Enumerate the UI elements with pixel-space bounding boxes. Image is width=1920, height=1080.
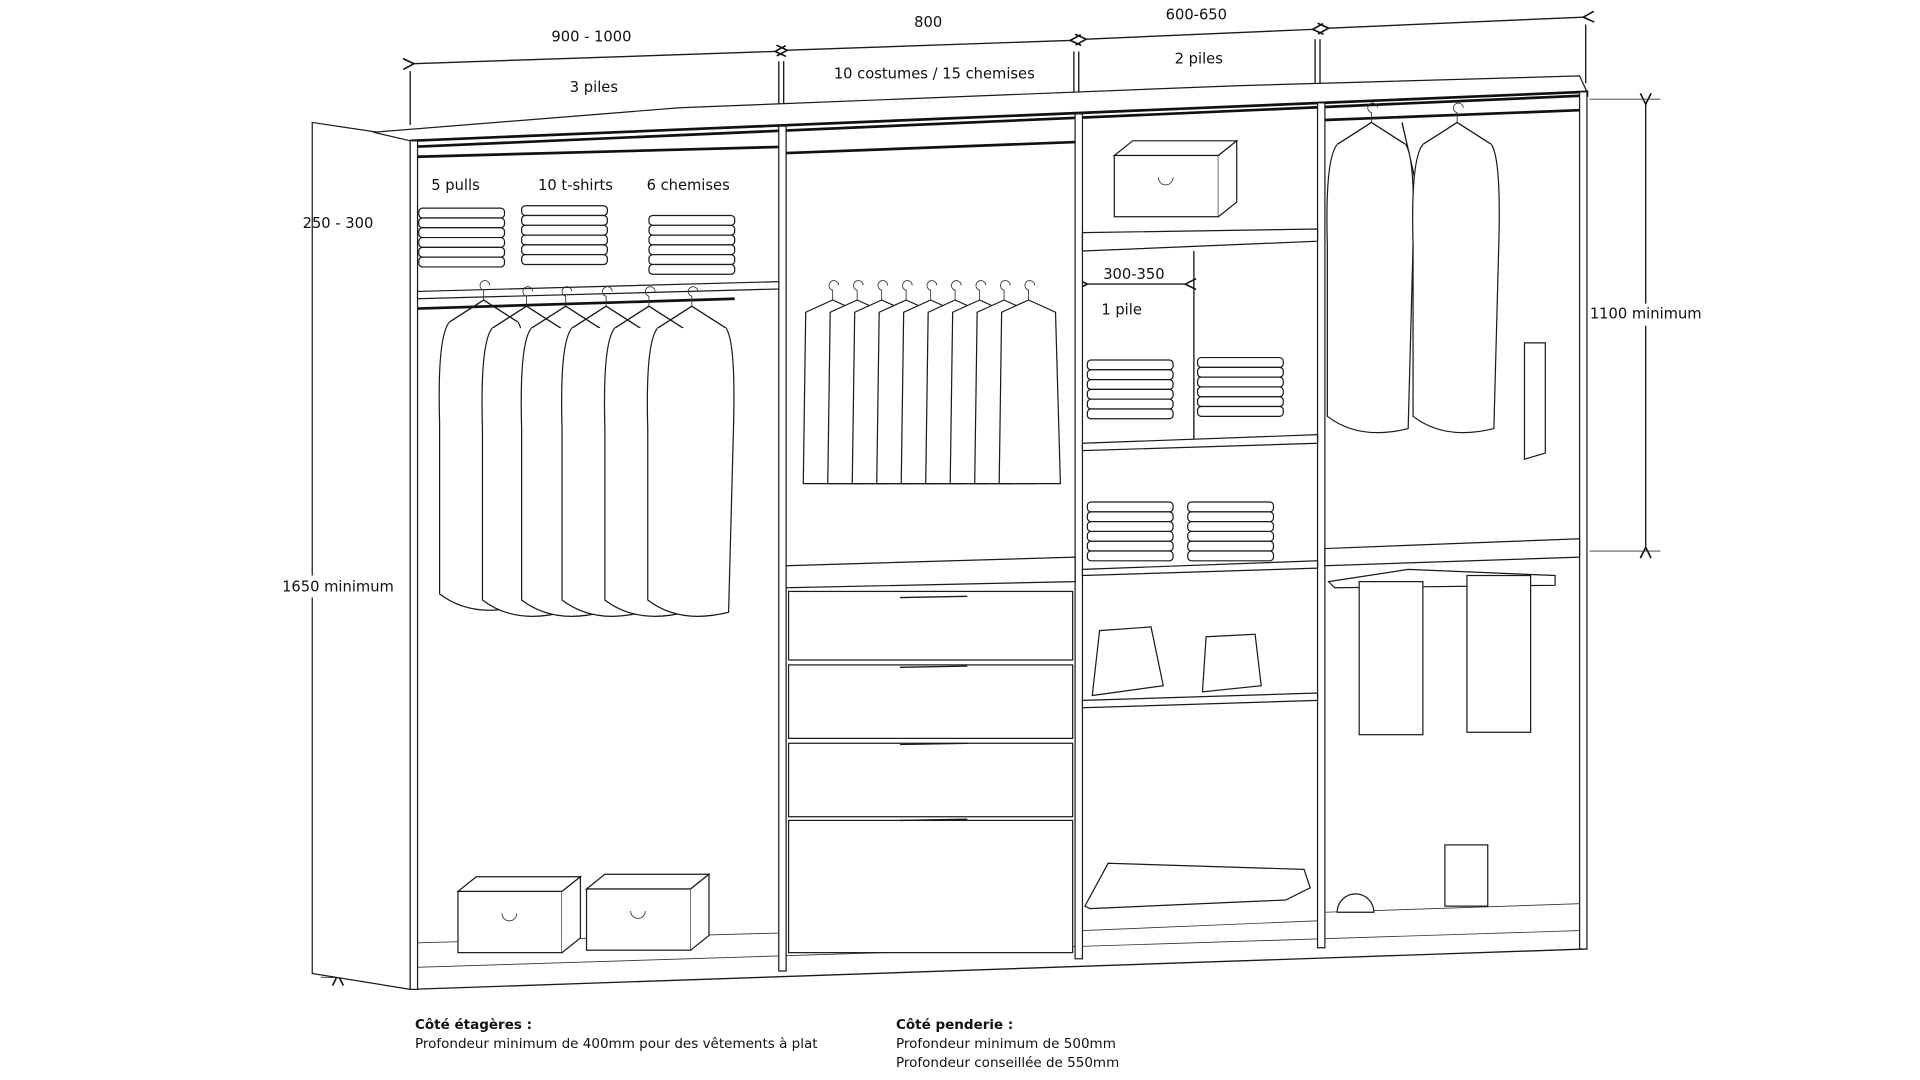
dim-inner-shelf-width: 300-350 — [1103, 266, 1164, 283]
dim-width-col3: 600-650 — [1166, 7, 1227, 24]
note-hanging-line1: Profondeur minimum de 500mm — [896, 1036, 1116, 1052]
note-hanging-title: Côté penderie : — [896, 1017, 1014, 1033]
hanging-shirts — [802, 279, 1062, 485]
wardrobe-carcass — [311, 75, 1589, 991]
label-col2-capacity: 10 costumes / 15 chemises — [834, 65, 1035, 82]
dim-width-col2: 800 — [914, 14, 942, 31]
dim-height-right: 1100 minimum — [1590, 305, 1702, 322]
dim-height-top: 250 - 300 — [303, 215, 374, 232]
label-pulls: 5 pulls — [431, 177, 479, 194]
dim-width-col1: 900 - 1000 — [551, 29, 631, 46]
diagram-labels: 900 - 1000 800 600-650 3 piles 10 costum… — [282, 7, 1702, 598]
note-shelves-line1: Profondeur minimum de 400mm pour des vêt… — [415, 1036, 818, 1052]
label-chemises: 6 chemises — [647, 177, 730, 194]
label-tshirts: 10 t-shirts — [538, 177, 613, 194]
note-hanging: Côté penderie : Profondeur minimum de 50… — [896, 1016, 1119, 1073]
note-shelves-title: Côté étagères : — [415, 1017, 532, 1033]
label-col3-piles: 2 piles — [1175, 51, 1223, 68]
dim-height-hanging: 1650 minimum — [282, 578, 394, 595]
trousers-and-accessories — [1084, 574, 1532, 913]
label-col1-piles: 3 piles — [570, 79, 618, 96]
label-one-pile: 1 pile — [1101, 302, 1142, 319]
note-shelves: Côté étagères : Profondeur minimum de 40… — [415, 1016, 818, 1054]
note-hanging-line2: Profondeur conseillée de 550mm — [896, 1055, 1120, 1071]
